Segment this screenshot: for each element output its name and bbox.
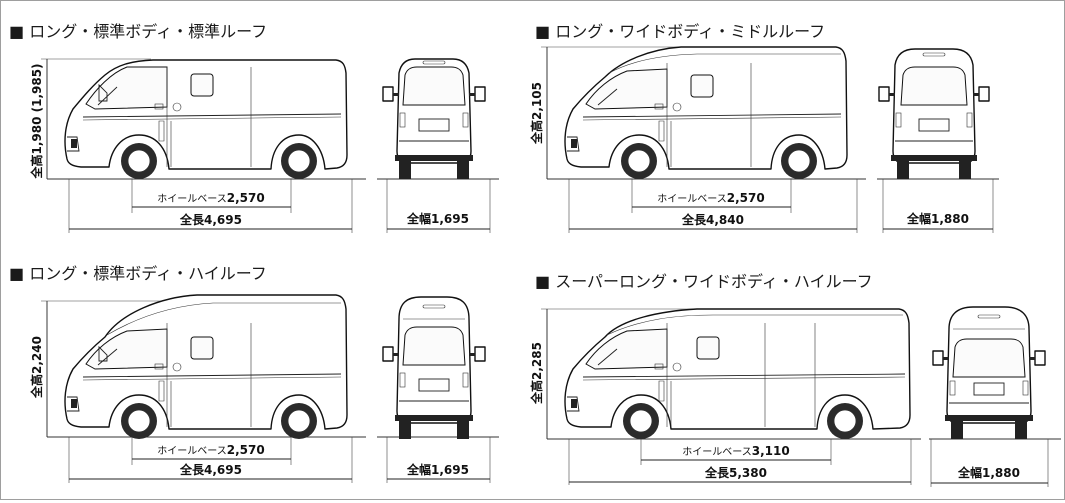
panel-title: ■ ロング・標準ボディ・ハイルーフ [9,264,267,283]
height-label: 全高2,105 [529,82,544,145]
van-side-view [64,294,348,440]
panel-title: ■ ロング・標準ボディ・標準ルーフ [9,22,267,41]
wheelbase-label: ホイールベース3,110 [682,444,789,458]
panel-title: ■ ロング・ワイドボディ・ミドルルーフ [535,22,825,41]
length-label: 全長4,695 [179,462,242,477]
length-label: 全長4,840 [681,212,744,227]
length-label: 全長4,695 [179,212,242,227]
length-label: 全長5,380 [704,465,767,480]
wheelbase-label: ホイールベース2,570 [157,191,264,205]
panel-long-wide-body-middle-roof: ■ ロング・ワイドボディ・ミドルルーフ [529,22,999,233]
panel-long-standard-body-standard-roof: ■ ロング・標準ボディ・標準ルーフ 全高1,980 (1,985) ホイールベー… [9,22,500,234]
width-label: 全幅1,880 [906,211,969,226]
width-label: 全幅1,880 [957,465,1020,480]
van-rear-view [382,58,486,180]
height-label: 全高2,240 [29,336,44,399]
van-side-view [564,308,911,439]
van-rear-view [382,296,486,440]
panel-super-long-wide-body-high-roof: ■ スーパーロング・ワイドボディ・ハイルーフ [529,272,1061,487]
van-side-view [64,59,348,180]
van-rear-view [878,48,990,179]
dimension-lines [541,308,1061,487]
width-label: 全幅1,695 [406,462,469,477]
height-label: 全高2,285 [529,342,544,405]
wheelbase-label: ホイールベース2,570 [657,191,764,205]
van-rear-view [932,306,1046,439]
wheelbase-label: ホイールベース2,570 [157,443,264,457]
dimension-lines [41,300,499,483]
panel-title: ■ スーパーロング・ワイドボディ・ハイルーフ [535,272,873,291]
panel-long-standard-body-high-roof: ■ ロング・標準ボディ・ハイルーフ 全高2,240 ホイールベース2,570 全… [9,264,499,483]
van-side-view [564,46,848,179]
height-label: 全高1,980 (1,985) [29,63,44,179]
width-label: 全幅1,695 [406,211,469,226]
